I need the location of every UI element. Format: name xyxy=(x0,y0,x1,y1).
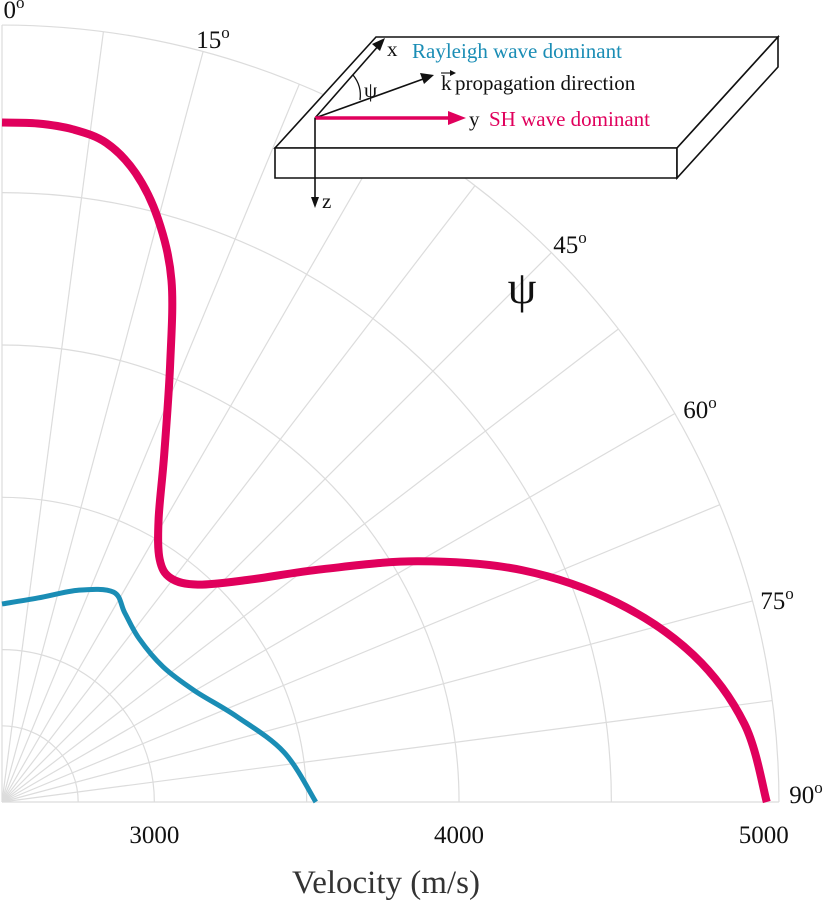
psi-angle-name: ψ xyxy=(364,78,377,102)
x-arrowhead xyxy=(372,38,385,51)
angle-tick-label: 15o xyxy=(196,23,230,54)
polar-grid xyxy=(1,24,780,803)
grid-spoke xyxy=(1,83,300,803)
grid-spoke xyxy=(1,31,105,803)
grid-spoke xyxy=(1,128,391,803)
y-arrowhead xyxy=(448,111,466,125)
grid-spoke xyxy=(1,699,773,803)
x-axis-label: Velocity (m/s) xyxy=(292,865,480,901)
sh-legend-label: SH wave dominant xyxy=(489,107,650,131)
z-arrowhead xyxy=(311,197,319,208)
grid-spoke xyxy=(1,600,753,803)
k-arrowhead xyxy=(420,73,434,84)
angle-tick-label: 75o xyxy=(760,584,794,615)
plate-front-face xyxy=(274,147,678,179)
angle-tick-label: 90o xyxy=(789,778,823,809)
y-axis-name: y xyxy=(469,107,480,131)
grid-spoke xyxy=(1,185,476,803)
rayleigh-legend-label: Rayleigh wave dominant xyxy=(412,39,622,63)
angle-tick-label: 0o xyxy=(4,0,25,24)
k-overarrow-head xyxy=(450,70,456,76)
psi-angle-arc xyxy=(352,74,361,101)
k-vector-arrow xyxy=(314,77,427,119)
radial-tick-label: 3000 xyxy=(129,822,179,849)
angle-tick-label: 60o xyxy=(683,393,717,424)
x-axis-name: x xyxy=(387,37,398,61)
series-layer xyxy=(1,118,771,804)
grid-spoke xyxy=(1,51,204,803)
angle-tick-label: 45o xyxy=(553,228,587,259)
rayleigh-series-line xyxy=(1,586,318,804)
radial-tick-label: 5000 xyxy=(739,822,789,849)
grid-spoke xyxy=(1,413,676,803)
radial-tick-label: 4000 xyxy=(434,822,484,849)
x-axis-arrow xyxy=(314,43,381,119)
k-vector-name: k xyxy=(441,71,452,95)
grid-spoke xyxy=(1,328,619,803)
plate-side-face xyxy=(676,34,779,181)
sh-series-line xyxy=(1,118,771,804)
grid-spoke xyxy=(1,252,552,803)
angle-axis-label: ψ xyxy=(508,262,537,313)
coordinate-inset: x ψ k propagation direction y z Rayleigh… xyxy=(273,34,780,213)
propagation-direction-label: propagation direction xyxy=(455,71,636,95)
z-axis-name: z xyxy=(322,189,331,213)
grid-spoke xyxy=(1,504,721,803)
